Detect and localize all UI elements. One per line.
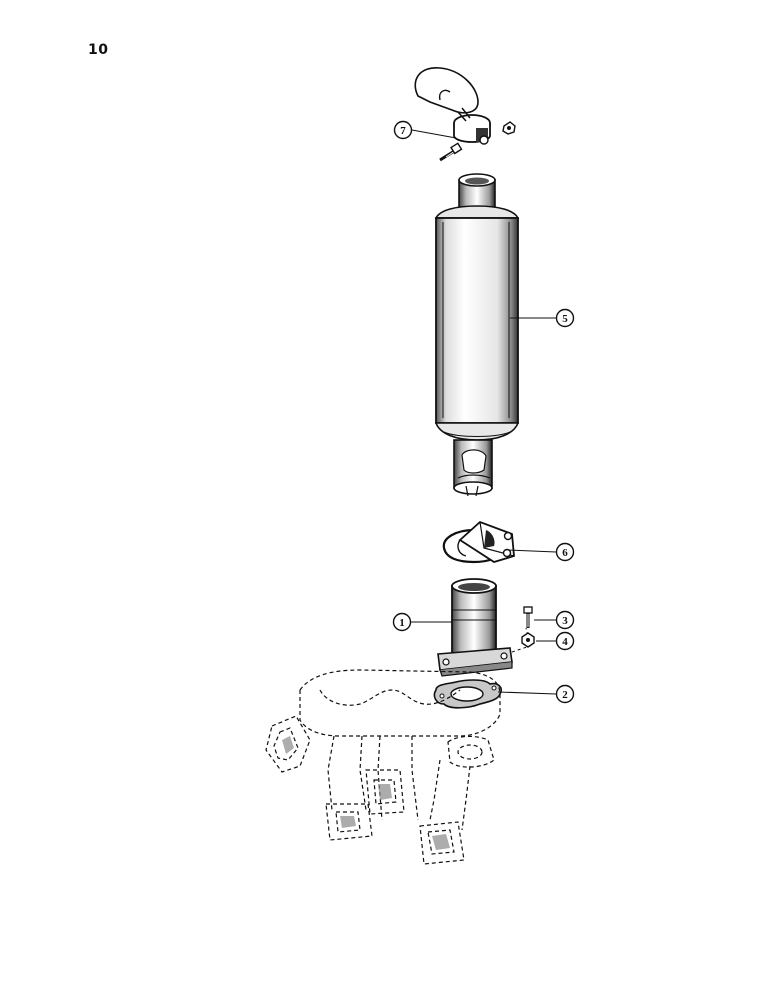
- callout-4-label: 4: [562, 636, 568, 648]
- callout-7-label: 7: [400, 125, 406, 137]
- callout-3: 3: [555, 610, 575, 630]
- callout-6: 6: [555, 542, 575, 562]
- clamp-bolt-part: [439, 142, 463, 162]
- callout-1: 1: [392, 612, 412, 632]
- muffler-part: [434, 173, 520, 497]
- stud-bolt-part: [523, 606, 533, 628]
- rain-cap-part: [414, 67, 516, 162]
- clamp-nut-part: [502, 121, 516, 135]
- gasket-part: [433, 679, 503, 709]
- leader-lines: [411, 129, 557, 695]
- callout-1-label: 1: [399, 617, 405, 629]
- callout-4: 4: [555, 631, 575, 651]
- stud-nut-part: [521, 632, 535, 648]
- page-number: 10: [88, 42, 109, 58]
- exhaust-pipe-part: [437, 578, 531, 677]
- callout-3-label: 3: [562, 615, 568, 627]
- callout-5: 5: [555, 308, 575, 328]
- callout-2: 2: [555, 684, 575, 704]
- callout-7: 7: [393, 120, 413, 140]
- callout-2-label: 2: [562, 689, 568, 701]
- callout-5-label: 5: [562, 313, 568, 325]
- manifold-port-accents: [282, 736, 450, 850]
- u-bolt-clamp-part: [442, 520, 515, 564]
- exhaust-manifold-outline: [265, 669, 501, 865]
- callout-6-label: 6: [562, 547, 568, 559]
